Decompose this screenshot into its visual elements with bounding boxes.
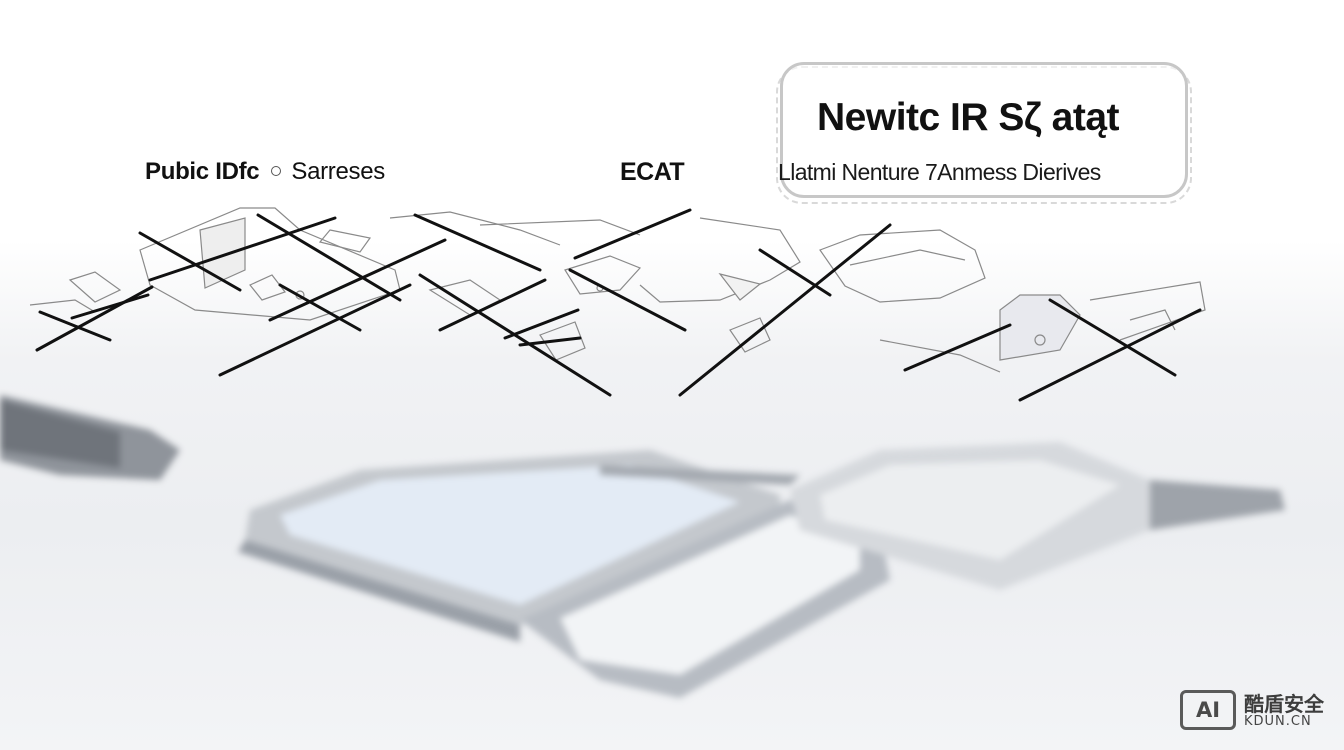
device-tablet — [238, 450, 780, 642]
middle-heading: ECAT — [620, 158, 685, 186]
watermark: AI 酷盾安全 KDUN.CN — [1180, 688, 1330, 736]
left-heading-word2: Sarreses — [291, 158, 385, 185]
connector-cable — [600, 465, 800, 485]
blurred-devices-photo — [0, 395, 1285, 698]
watermark-url: KDUN.CN — [1244, 714, 1312, 729]
left-heading: Pubic IDfc Sarreses — [145, 158, 385, 186]
device-right — [790, 442, 1285, 590]
watermark-title: 酷盾安全 — [1244, 692, 1324, 716]
device-left-fragment — [0, 395, 180, 480]
line-sketch — [29, 207, 1206, 402]
watermark-logo-icon: AI — [1180, 690, 1236, 730]
callout-subtitle: Llatmi Nenture 7Anmess Dierives — [778, 159, 1101, 185]
left-heading-word1: Pubic IDfc — [145, 158, 260, 185]
callout-title: Newitc IR Sζ atąt — [817, 96, 1120, 139]
device-phone — [520, 500, 890, 698]
sketch-strokes — [35, 208, 1202, 402]
callout-box — [780, 62, 1188, 198]
bullet-icon — [271, 166, 282, 177]
sketch-details — [29, 207, 1206, 373]
